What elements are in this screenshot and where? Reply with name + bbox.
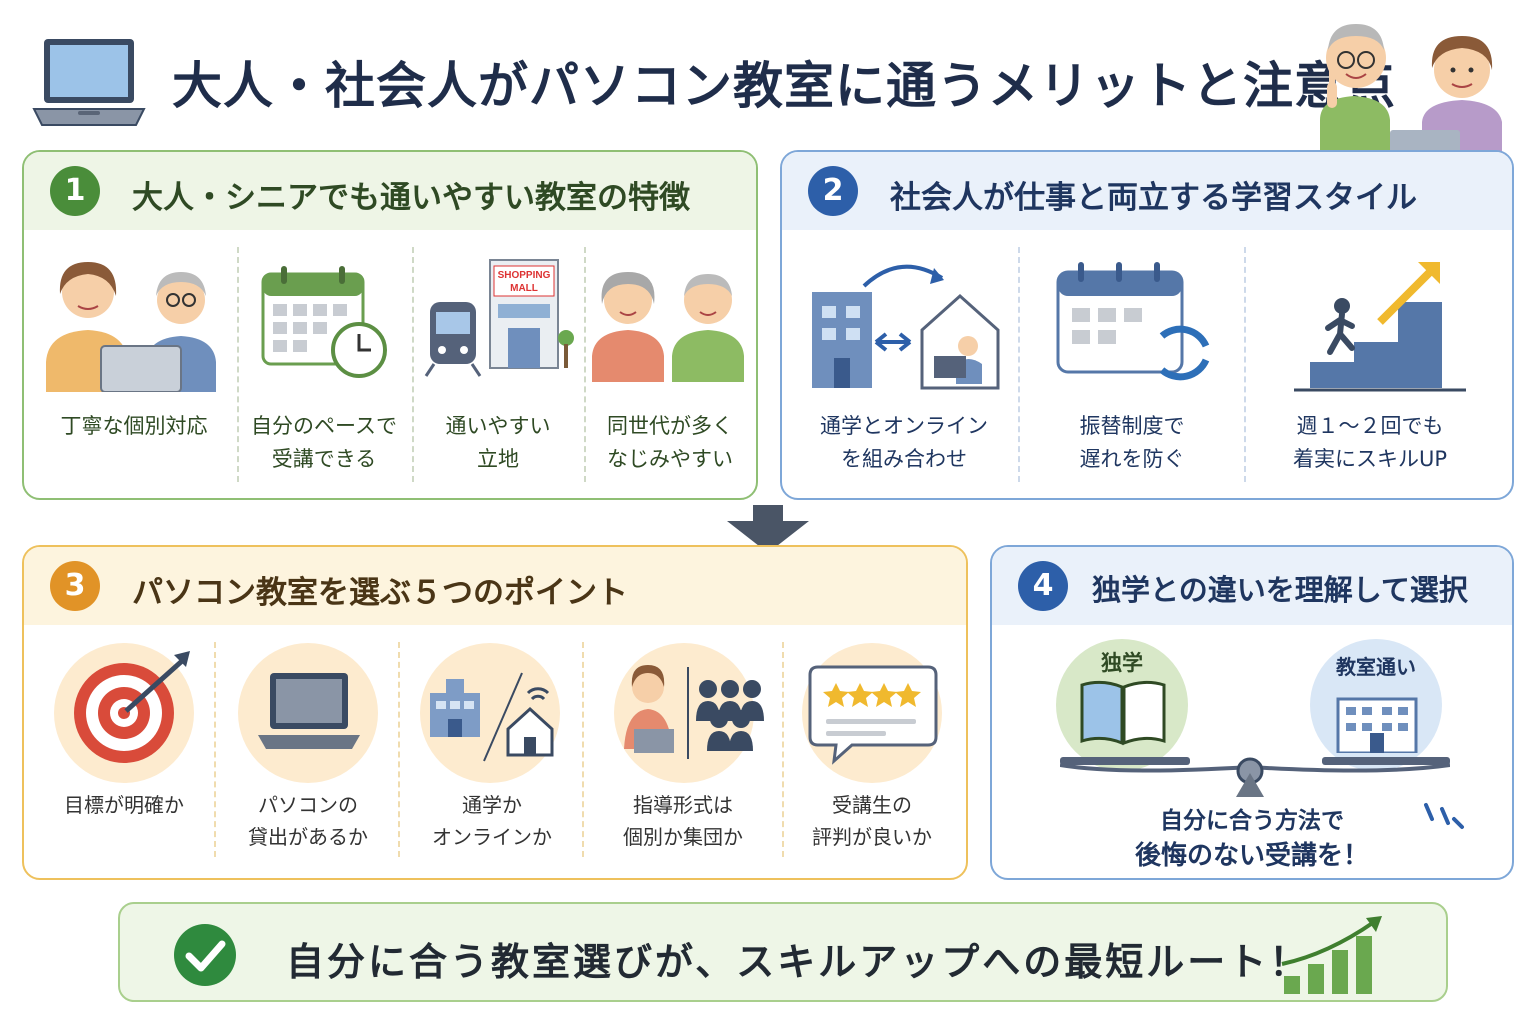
divider [412,247,414,482]
style-label: 通学とオンライン を組み合わせ [820,414,988,471]
style-item: 振替制度で 遅れを防ぐ [1022,242,1242,492]
point-item: 通学か オンラインか [404,637,580,867]
feature-item: 丁寧な個別対応 [34,242,234,492]
panel-header: 1 大人・シニアでも通いやすい教室の特徴 [24,152,756,230]
page-title: 大人・社会人がパソコン教室に通うメリットと注意点 [172,57,1396,115]
teacher-student-icon [46,262,216,392]
balance-scale-icon [1060,757,1450,797]
divider [582,642,584,857]
panel-study-style: 2 社会人が仕事と両立する学習スタイル 通学とオンライン を組み合わせ [780,150,1514,500]
point-label: 通学か オンラインか [432,793,552,849]
divider [1244,247,1246,482]
laptop-icon [32,39,146,126]
panel-title: 独学との違いを理解して選択 [1092,573,1468,607]
feature-item: 自分のペースで 受講できる [239,242,409,492]
panel-number: 2 [808,166,858,216]
book-icon [1080,680,1166,746]
feature-item: SHOPPING MALL 通いやすい 立地 [414,242,582,492]
panel-header: 2 社会人が仕事と両立する学習スタイル [782,152,1512,230]
divider [584,247,586,482]
school-building-icon [1336,697,1418,753]
panel-title: 社会人が仕事と両立する学習スタイル [890,180,1417,216]
stairs-growth-icon [1294,262,1466,392]
feature-label: 自分のペースで 受講できる [251,414,397,471]
emphasis-lines-icon [1424,803,1464,829]
conclusion-text: 自分に合う教室選びが、スキルアップへの最短ルート！ [286,940,1311,984]
style-item: 通学とオンライン を組み合わせ [796,242,1012,492]
divider [398,642,400,857]
self-study-label: 独学 [1101,651,1143,675]
panel-header: 3 パソコン教室を選ぶ５つのポイント [24,547,966,625]
mall-sign-1: SHOPPING [498,270,551,281]
message-line-1: 自分に合う方法で [1160,808,1344,834]
down-arrow-icon [727,505,809,553]
panel-header: 4 独学との違いを理解して選択 [992,547,1512,625]
peer-seniors-icon [592,272,744,382]
growth-chart-icon [1281,916,1382,994]
panel-number: 1 [50,166,100,216]
mall-sign-2: MALL [510,283,538,294]
panel-number: 3 [50,561,100,611]
style-label: 週１〜２回でも 着実にスキルUP [1292,414,1448,471]
style-item: 週１〜２回でも 着実にスキルUP [1250,242,1490,492]
divider [782,642,784,857]
conclusion-banner: 自分に合う教室選びが、スキルアップへの最短ルート！ [118,902,1448,1002]
point-item: 受講生の 評判が良いか [786,637,958,867]
point-label: 受講生の 評判が良いか [812,793,932,849]
checkmark-icon [174,924,236,986]
point-item: パソコンの 貸出があるか [220,637,396,867]
calendar-clock-icon [261,266,387,378]
divider [237,247,239,482]
feature-label: 丁寧な個別対応 [60,414,208,438]
panel-five-points: 3 パソコン教室を選ぶ５つのポイント 目標が明確か パソコンの 貸出があるか [22,545,968,880]
panel-title: パソコン教室を選ぶ５つのポイント [132,575,628,611]
senior-couple-illustration [1320,24,1502,155]
train-mall-icon: SHOPPING MALL [424,259,574,377]
office-home-icon [812,264,1000,390]
message-line-2: 後悔のない受講を！ [1134,841,1369,871]
calendar-refresh-icon [1056,262,1210,381]
style-label: 振替制度で 遅れを防ぐ [1079,414,1185,471]
school-home-wifi-icon [420,643,560,783]
point-label: パソコンの 貸出があるか [248,793,368,849]
review-stars-icon [802,643,942,783]
feature-label: 同世代が多く なじみやすい [607,414,733,471]
point-label: 指導形式は 個別か集団か [623,793,743,849]
panel-number: 4 [1018,561,1068,611]
header: 大人・社会人がパソコン教室に通うメリットと注意点 [0,0,1536,155]
panel-title: 大人・シニアでも通いやすい教室の特徴 [132,180,690,216]
divider [214,642,216,857]
laptop-icon [238,643,378,783]
divider [1018,247,1020,482]
panel-self-study-comparison: 4 独学との違いを理解して選択 独学 教室通い 自分に合う方法で 後悔のない受講… [990,545,1514,880]
feature-item: 同世代が多く なじみやすい [586,242,754,492]
panel-classroom-features: 1 大人・シニアでも通いやすい教室の特徴 丁寧な個別対応 [22,150,758,500]
classroom-label: 教室通い [1336,655,1416,679]
point-item: 目標が明確か [38,637,210,867]
point-item: 指導形式は 個別か集団か [588,637,778,867]
point-label: 目標が明確か [64,793,184,817]
feature-label: 通いやすい 立地 [445,414,551,471]
individual-group-icon [614,643,764,783]
target-icon [54,643,194,783]
